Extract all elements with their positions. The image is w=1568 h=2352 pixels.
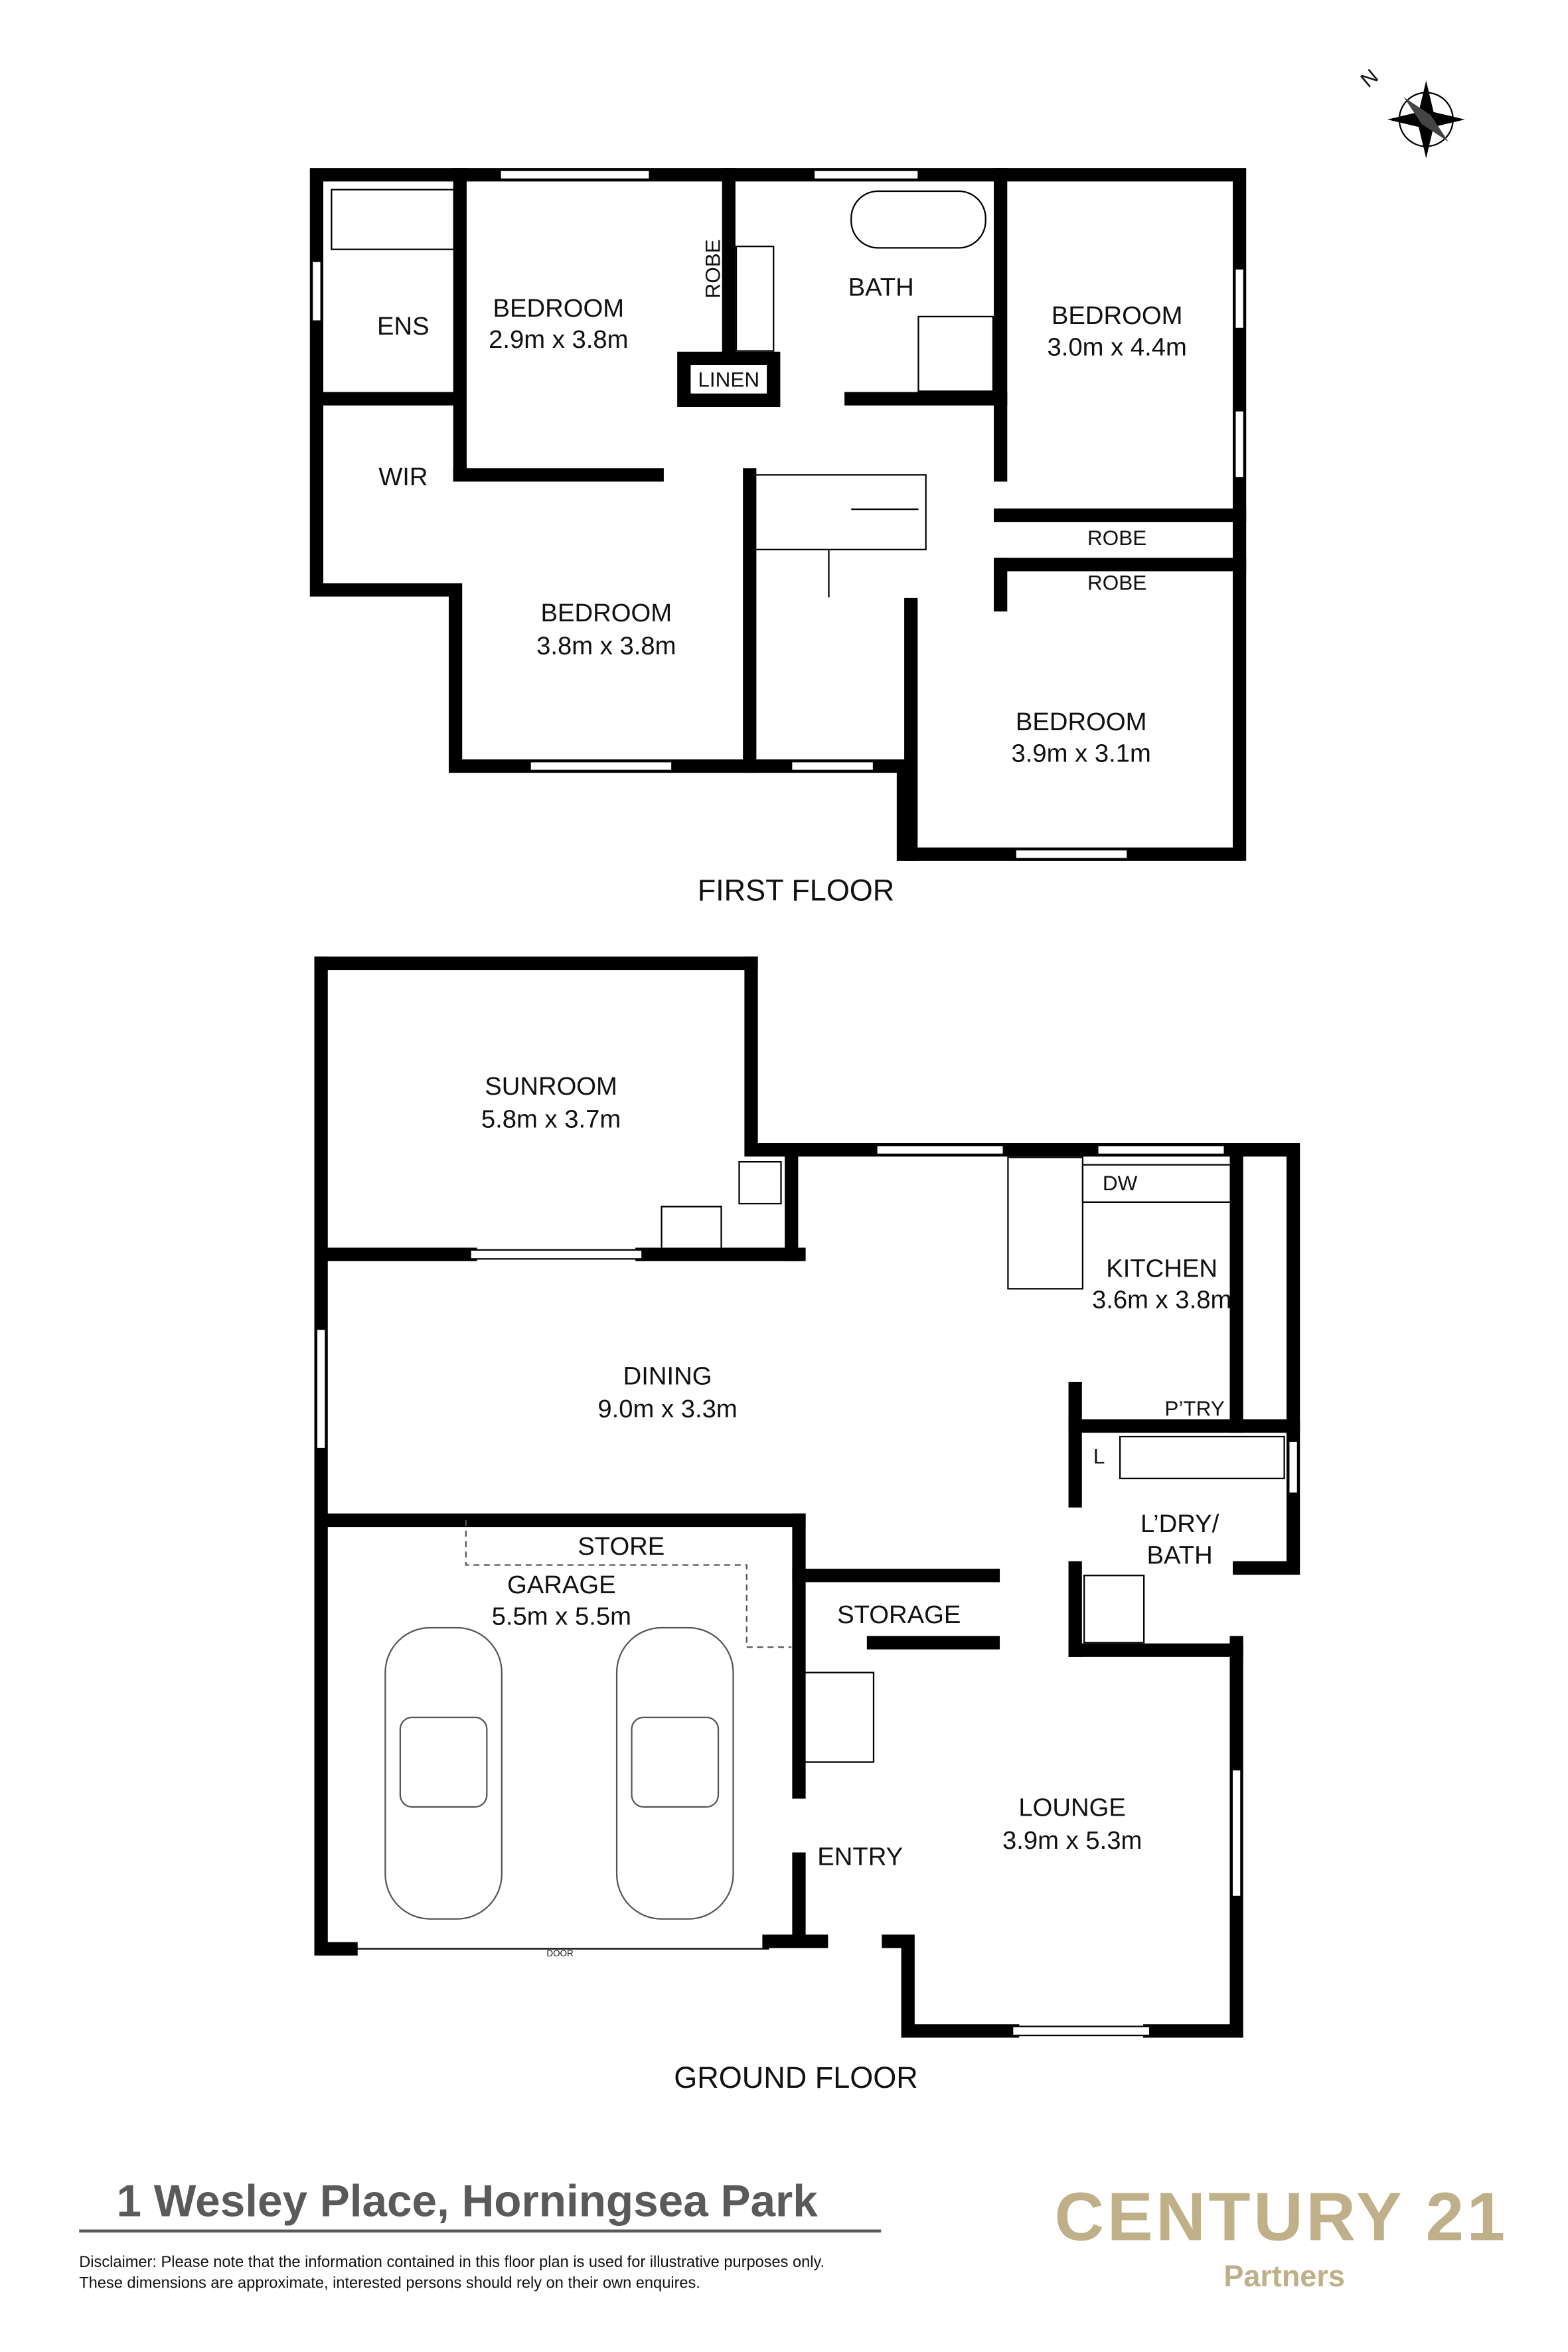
compass-icon: N: [1356, 64, 1465, 159]
room-label-dining: DINING: [623, 1362, 712, 1390]
first-floor-title: FIRST FLOOR: [698, 873, 895, 907]
room-size-bedroom-1: 2.9m x 3.8m: [489, 325, 628, 354]
room-label-pantry: P’TRY: [1164, 1397, 1224, 1421]
room-label-robe-1: ROBE: [700, 239, 724, 298]
first-floor-plan: ENS WIR BEDROOM 2.9m x 3.8m ROBE LINEN B…: [309, 168, 1247, 907]
room-label-linen: LINEN: [698, 368, 759, 392]
property-address: 1 Wesley Place, Horningsea Park: [116, 2176, 818, 2226]
room-label-wir: WIR: [378, 463, 428, 491]
room-size-bedroom-2: 3.0m x 4.4m: [1047, 333, 1186, 361]
room-label-entry: ENTRY: [817, 1843, 903, 1871]
room-label-lounge: LOUNGE: [1018, 1793, 1125, 1822]
room-size-kitchen: 3.6m x 3.8m: [1092, 1286, 1231, 1314]
disclaimer-line-2: These dimensions are approximate, intere…: [79, 2274, 700, 2292]
car-icon: [615, 1626, 734, 1920]
brand-subtitle: Partners: [1223, 2259, 1345, 2293]
room-label-storage: STORAGE: [837, 1601, 961, 1629]
disclaimer-line-1: Disclaimer: Please note that the informa…: [79, 2254, 824, 2271]
room-label-ens: ENS: [377, 312, 430, 341]
room-size-garage: 5.5m x 5.5m: [492, 1602, 631, 1630]
room-label-bedroom-1: BEDROOM: [493, 294, 625, 323]
room-size-bedroom-4: 3.9m x 3.1m: [1011, 739, 1150, 767]
compass-north-label: N: [1356, 64, 1383, 92]
room-size-dining: 9.0m x 3.3m: [597, 1395, 737, 1423]
room-size-sunroom: 5.8m x 3.7m: [481, 1105, 621, 1133]
room-label-store: STORE: [578, 1532, 665, 1561]
room-label-laundry-bath: BATH: [1147, 1541, 1213, 1569]
room-label-laundry: L’DRY/: [1140, 1510, 1219, 1538]
ground-floor-plan: SUNROOM 5.8m x 3.7m DW KITCHEN 3.6m x 3.…: [314, 956, 1300, 2094]
label-garage-door: DOOR: [546, 1948, 574, 1958]
room-label-sunroom: SUNROOM: [485, 1072, 617, 1101]
room-label-robe-2: ROBE: [1087, 526, 1146, 550]
ground-floor-title: GROUND FLOOR: [674, 2061, 917, 2094]
room-label-garage: GARAGE: [507, 1571, 616, 1599]
room-label-bath: BATH: [848, 273, 914, 301]
room-label-robe-3: ROBE: [1087, 571, 1146, 595]
brand-logo: CENTURY 21: [1054, 2177, 1508, 2254]
room-label-linen-cupboard: L: [1093, 1445, 1105, 1468]
room-size-bedroom-3: 3.8m x 3.8m: [536, 631, 676, 660]
room-label-bedroom-2: BEDROOM: [1052, 301, 1183, 330]
room-label-bedroom-4: BEDROOM: [1016, 708, 1147, 736]
room-label-bedroom-3: BEDROOM: [541, 599, 672, 627]
label-dishwasher: DW: [1103, 1171, 1138, 1195]
room-label-kitchen: KITCHEN: [1106, 1254, 1217, 1283]
room-size-lounge: 3.9m x 5.3m: [1002, 1826, 1142, 1855]
car-icon: [384, 1626, 503, 1920]
